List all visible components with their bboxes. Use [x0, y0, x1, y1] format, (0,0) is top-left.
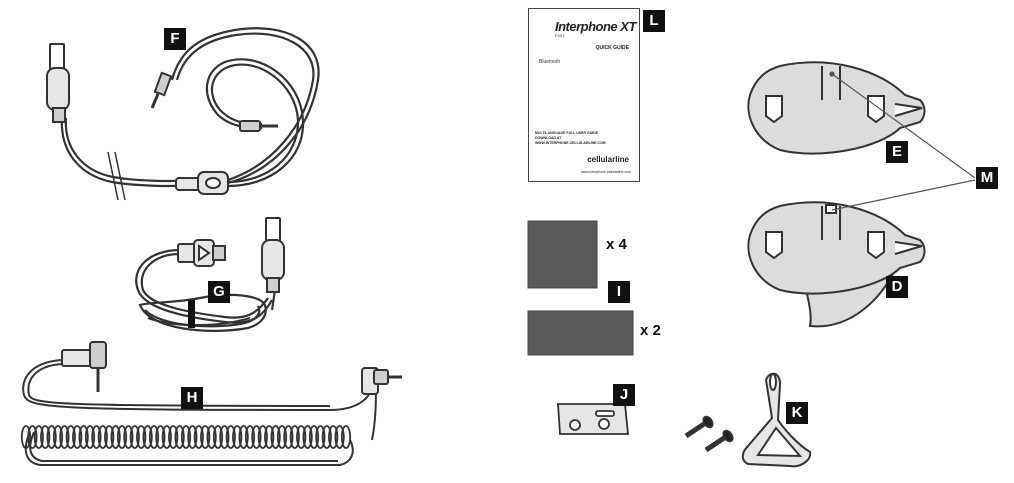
leader-lines-m: [829, 71, 976, 211]
right-angle-jack-left: [61, 341, 107, 392]
coil-loop: [59, 425, 70, 449]
coil-loop: [148, 425, 160, 449]
label-d: D: [886, 276, 908, 298]
mounting-hook: [741, 372, 812, 468]
label-l: L: [643, 10, 665, 32]
coiled-audio-cable: [22, 359, 377, 466]
usb-plug-icon: [261, 217, 285, 293]
coil-loop: [315, 425, 326, 449]
coil-loop: [72, 425, 83, 449]
coil-loop: [97, 425, 108, 449]
coil-loop: [340, 425, 352, 449]
adhesive-pad-large: [527, 220, 598, 289]
coil-loop: [225, 425, 236, 449]
coil-loop: [142, 425, 153, 449]
booklet-url: www.interphone.cellularline.com: [581, 170, 631, 174]
bluetooth-logo: Bluetooth: [539, 59, 561, 65]
screws: [684, 415, 734, 453]
label-j: J: [613, 384, 635, 406]
coil-loop: [104, 425, 115, 449]
mounting-plate: [557, 403, 629, 435]
coil-loop: [289, 425, 300, 449]
coil-loop: [161, 425, 172, 449]
coil-loop: [78, 425, 89, 449]
right-angle-jack-right: [361, 367, 402, 395]
coil-loop: [276, 425, 288, 449]
label-h: H: [181, 387, 203, 409]
coil-loop: [257, 425, 268, 449]
coil-loop: [155, 425, 166, 449]
cradle-d: [747, 201, 926, 328]
coil-loop: [328, 425, 339, 449]
coil-loop: [27, 425, 38, 449]
coil-loop: [20, 425, 32, 449]
coil-loop: [52, 425, 64, 449]
coil-loop: [193, 425, 204, 449]
coil-loop: [270, 425, 281, 449]
coil-loop: [129, 425, 140, 449]
label-g: G: [208, 281, 230, 303]
coil-loop: [206, 425, 217, 449]
coil-loop: [84, 425, 96, 449]
coil-loop: [296, 425, 307, 449]
coil-loop: [40, 425, 51, 449]
coil-loop: [302, 425, 313, 449]
quantity-pads-large: x 4: [606, 236, 627, 253]
coil-loop: [33, 425, 44, 449]
coil-loop: [174, 425, 185, 449]
coil-loop: [46, 425, 57, 449]
usb-splitter-cable: [60, 27, 320, 201]
coil-loop: [200, 425, 211, 449]
booklet-guide-title: QUICK GUIDE: [595, 45, 629, 51]
coil-loop: [168, 425, 179, 449]
splitter-junction: [175, 171, 229, 195]
micro-usb-cable: [135, 248, 277, 332]
quick-guide-booklet: Interphone XT F5XT QUICK GUIDE Bluetooth…: [528, 8, 640, 182]
coil-loop: [110, 425, 121, 449]
coil-loop: [334, 425, 345, 449]
coil-spring: [20, 425, 352, 449]
coil-loop: [251, 425, 262, 449]
usb-plug-icon: [46, 43, 70, 123]
micro-usb-plug-icon: [177, 239, 226, 267]
booklet-brand: Interphone XT: [555, 19, 636, 34]
cable-tie: [188, 300, 195, 328]
quantity-pads-small: x 2: [640, 322, 661, 339]
cradle-e: [747, 61, 926, 155]
booklet-model: F5XT: [555, 33, 565, 38]
coil-loop: [283, 425, 294, 449]
label-k: K: [786, 402, 808, 424]
coil-loop: [264, 425, 275, 449]
label-e: E: [886, 141, 908, 163]
coil-loop: [308, 425, 320, 449]
coil-loop: [321, 425, 332, 449]
coil-loop: [187, 425, 198, 449]
label-i: I: [608, 281, 630, 303]
coil-loop: [232, 425, 243, 449]
coil-loop: [116, 425, 128, 449]
label-f: F: [164, 28, 186, 50]
coil-loop: [91, 425, 102, 449]
coil-loop: [244, 425, 256, 449]
coil-loop: [180, 425, 192, 449]
coil-loop: [238, 425, 249, 449]
coil-loop: [123, 425, 134, 449]
coil-loop: [219, 425, 230, 449]
label-m: M: [976, 167, 998, 189]
jack-plug-icon: [150, 71, 278, 132]
coil-loop: [65, 425, 76, 449]
coil-loop: [136, 425, 147, 449]
coil-loop: [212, 425, 224, 449]
booklet-notice: MULTILANGUAGE FULL USER GUIDE DOWNLOAD A…: [535, 131, 606, 145]
adhesive-pad-small: [527, 310, 634, 356]
company-logo: cellularline: [587, 155, 629, 164]
